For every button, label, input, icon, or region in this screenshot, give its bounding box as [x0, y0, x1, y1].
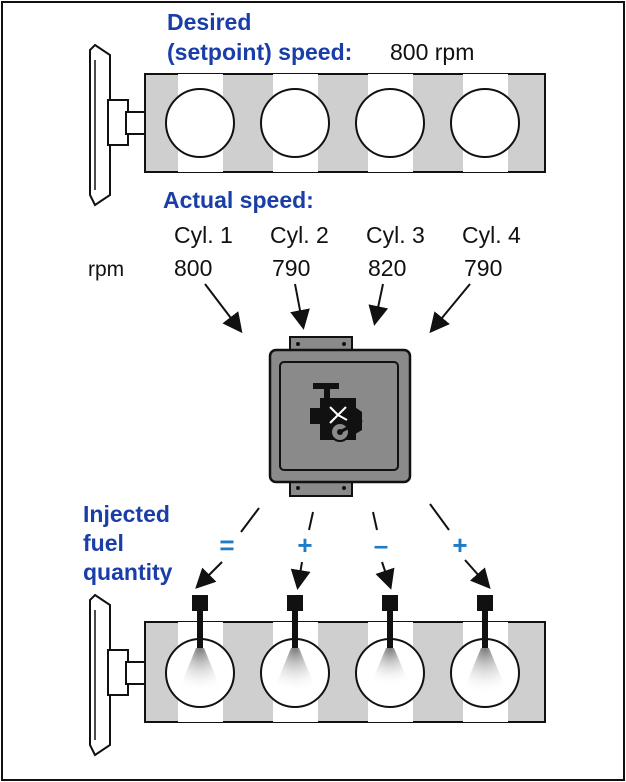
bottom-cylinder-2 [260, 595, 330, 722]
injected-line2: fuel [83, 530, 124, 556]
arrow-cyl2-to-ecu [290, 283, 310, 330]
desired-value: 800 rpm [390, 39, 474, 65]
sign-cyl-1: = [219, 530, 234, 560]
ecu-out-line-4 [429, 503, 450, 531]
ecu-out-line-3 [372, 511, 378, 531]
arrow-cyl4-to-ecu [429, 283, 471, 334]
cyl-1-label: Cyl. 1 [174, 222, 233, 248]
sign-cyl-4: + [452, 530, 467, 560]
ecu-engine-icon [310, 383, 363, 442]
desired-line2: (setpoint) speed: [167, 39, 352, 65]
rpm-unit-label: rpm [88, 258, 124, 281]
ecu-out-line-1 [240, 507, 260, 533]
injected-line3: quantity [83, 559, 173, 585]
desired-line1: Desired [167, 9, 251, 35]
top-cylinder-3 [355, 74, 425, 172]
arrow-to-injector-2 [290, 561, 311, 590]
ecu-out-line-2 [308, 511, 314, 531]
arrow-cyl1-to-ecu [204, 283, 243, 334]
actual-heading: Actual speed: [163, 187, 314, 213]
injected-line1: Injected [83, 501, 170, 527]
arrow-to-injector-3 [375, 561, 395, 590]
top-cylinder-4 [450, 74, 520, 172]
arrow-cyl3-to-ecu [368, 283, 389, 326]
arrow-to-injector-1 [195, 561, 223, 589]
ecu-control-unit [268, 336, 412, 497]
bottom-cylinder-4 [450, 595, 520, 722]
top-engine [89, 43, 546, 207]
cyl-1-rpm: 800 [174, 255, 212, 281]
cyl-2-rpm: 790 [272, 255, 310, 281]
bottom-cylinder-3 [355, 595, 425, 722]
cyl-4-label: Cyl. 4 [462, 222, 521, 248]
cyl-2-label: Cyl. 2 [270, 222, 329, 248]
top-cylinder-2 [260, 74, 330, 172]
cyl-3-label: Cyl. 3 [366, 222, 425, 248]
sign-cyl-2: + [297, 530, 312, 560]
arrow-to-injector-4 [464, 559, 491, 589]
bottom-flywheel [89, 593, 147, 757]
bottom-engine [89, 593, 546, 757]
sign-cyl-3: – [374, 530, 388, 560]
cyl-4-rpm: 790 [464, 255, 502, 281]
cyl-3-rpm: 820 [368, 255, 406, 281]
top-cylinder-1 [165, 74, 235, 172]
top-flywheel [89, 43, 147, 207]
bottom-cylinder-1 [165, 595, 235, 722]
